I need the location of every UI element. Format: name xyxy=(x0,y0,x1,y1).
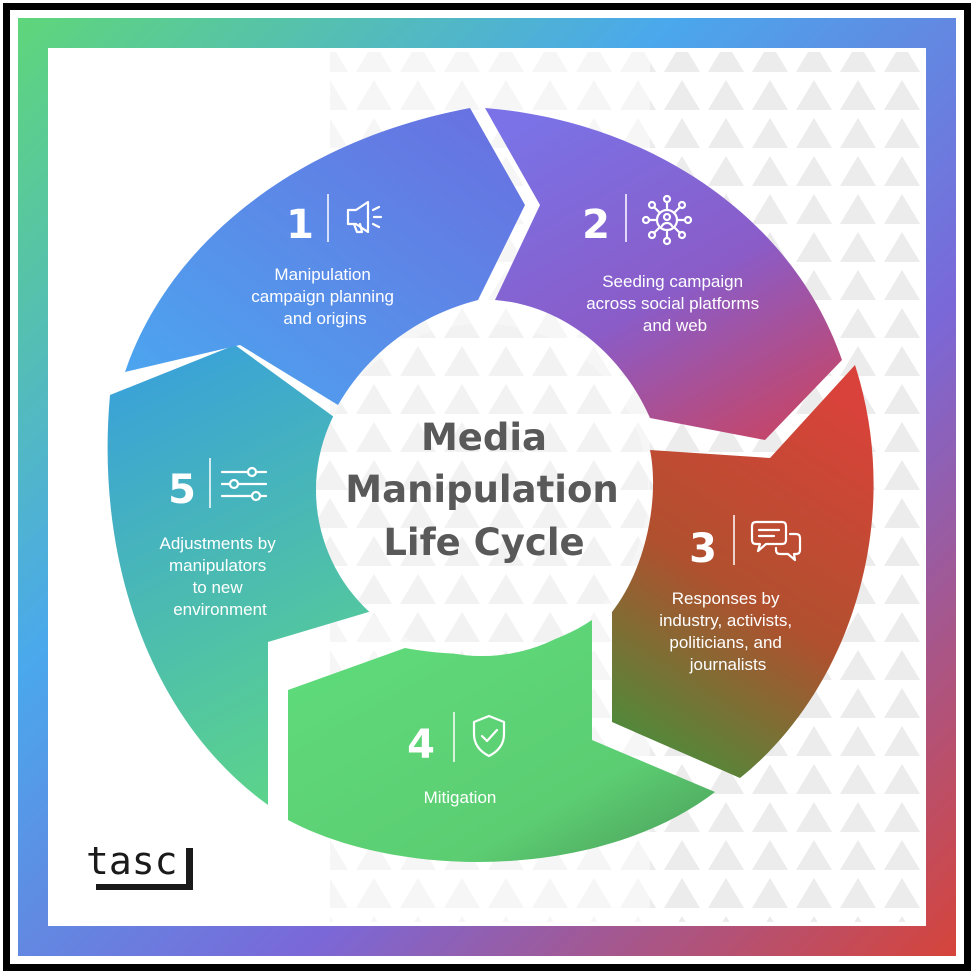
svg-text:tasc: tasc xyxy=(86,839,178,883)
stage-3-label: Responses by industry, activists, politi… xyxy=(659,589,797,674)
segment-1 xyxy=(125,108,525,405)
shield-check-icon xyxy=(472,714,506,758)
stage-5-number: 5 xyxy=(168,467,196,513)
segment-3 xyxy=(612,365,874,778)
title-line-3: Life Cycle xyxy=(383,521,584,564)
segment-2 xyxy=(485,108,842,440)
chat-bubbles-icon xyxy=(750,520,802,562)
segment-4 xyxy=(288,620,715,862)
segment-5 xyxy=(107,345,382,805)
sliders-icon xyxy=(220,466,268,502)
network-icon xyxy=(641,194,693,246)
stage-2-label: Seeding campaign across social platforms… xyxy=(586,272,764,335)
stage-2-number: 2 xyxy=(582,202,610,248)
stage-4-number: 4 xyxy=(407,722,435,768)
stage-5-label: Adjustments by manipulators to new envir… xyxy=(160,534,281,619)
center-circle xyxy=(316,324,648,656)
stage-1-number: 1 xyxy=(286,202,314,248)
title-line-2: Manipulation xyxy=(345,468,618,511)
tasc-logo: tasc xyxy=(86,839,193,890)
stage-3-number: 3 xyxy=(689,526,717,572)
title-line-1: Media xyxy=(421,416,547,459)
stage-4-label: Mitigation xyxy=(424,788,497,807)
stage-1-label: Manipulation campaign planning and origi… xyxy=(251,265,398,328)
megaphone-icon xyxy=(346,200,383,234)
